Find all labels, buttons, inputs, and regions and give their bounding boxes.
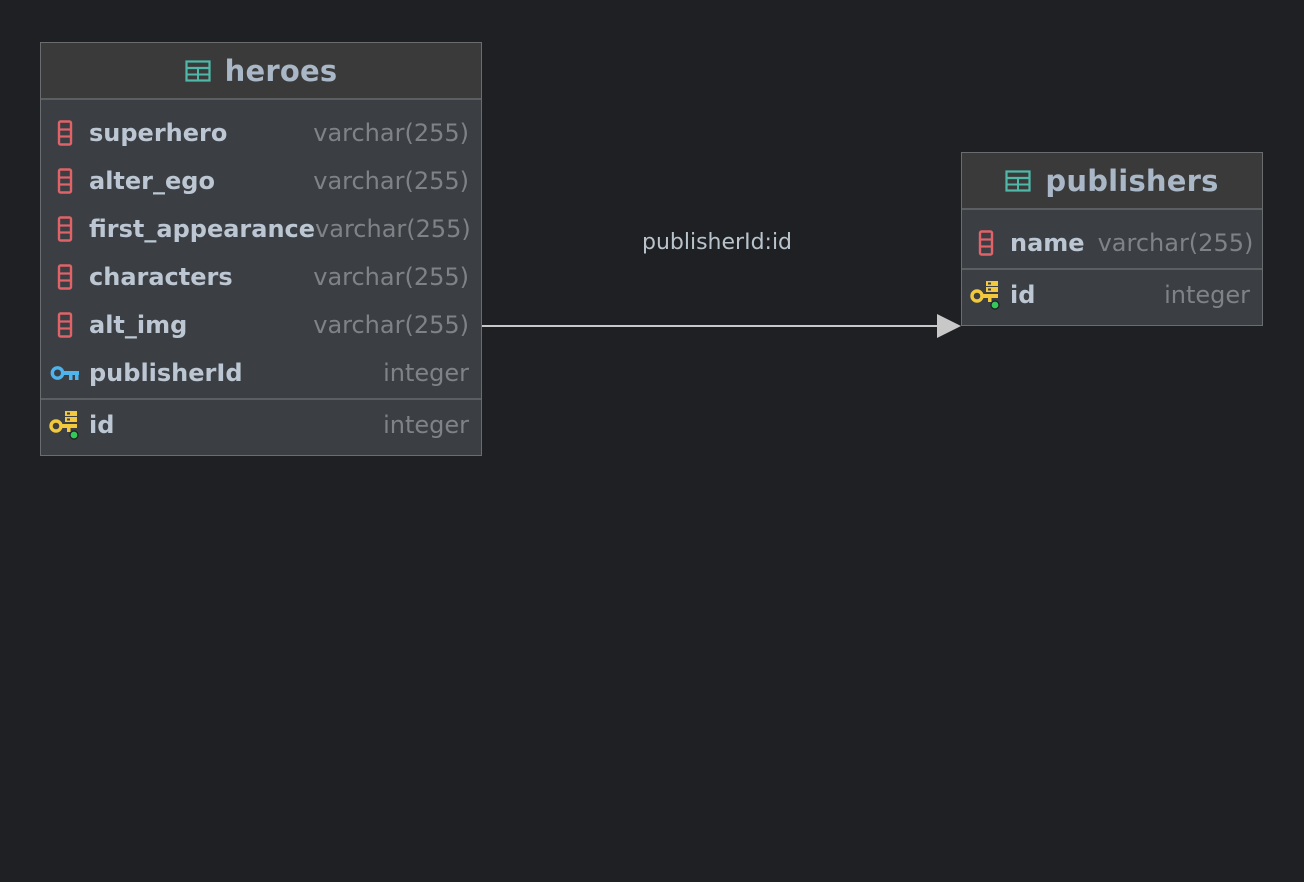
table-heroes[interactable]: heroes superhero varchar(255) alter_ego … [40, 42, 482, 456]
column-name: publisherId [89, 359, 243, 387]
column-icon [57, 168, 73, 194]
primary-key-icon [49, 411, 79, 440]
table-icon [185, 59, 211, 82]
table-publishers[interactable]: publishers name varchar(255) id integer [961, 152, 1263, 326]
column-row-characters[interactable]: characters varchar(255) [41, 253, 481, 301]
column-name: id [89, 411, 115, 439]
column-row-alter-ego[interactable]: alter_ego varchar(255) [41, 157, 481, 205]
column-type: integer [383, 411, 469, 439]
column-name: superhero [89, 119, 228, 147]
column-type: varchar(255) [313, 167, 469, 195]
primary-key-row-id[interactable]: id integer [41, 401, 481, 449]
foreign-key-icon [50, 366, 79, 380]
column-name: id [1010, 281, 1036, 309]
primary-key-divider [962, 268, 1262, 270]
column-row-superhero[interactable]: superhero varchar(255) [41, 109, 481, 157]
column-name: first_appearance [89, 215, 316, 243]
column-row-name[interactable]: name varchar(255) [962, 219, 1262, 267]
column-icon [978, 230, 994, 256]
column-list: superhero varchar(255) alter_ego varchar… [41, 100, 481, 449]
column-icon [57, 312, 73, 338]
column-type: integer [1164, 281, 1250, 309]
primary-key-row-id[interactable]: id integer [962, 271, 1262, 319]
column-list: name varchar(255) id integer [962, 210, 1262, 319]
column-type: integer [383, 359, 469, 387]
table-header[interactable]: publishers [962, 153, 1262, 210]
column-type: varchar(255) [313, 119, 469, 147]
column-row-publisherid[interactable]: publisherId integer [41, 349, 481, 397]
primary-key-icon [970, 281, 1000, 310]
column-row-alt-img[interactable]: alt_img varchar(255) [41, 301, 481, 349]
relation-label: publisherId:id [642, 230, 793, 255]
primary-key-divider [41, 398, 481, 400]
column-icon [57, 216, 73, 242]
column-icon [57, 120, 73, 146]
table-title: publishers [1045, 163, 1219, 198]
table-header[interactable]: heroes [41, 43, 481, 100]
column-name: alter_ego [89, 167, 215, 195]
column-type: varchar(255) [313, 311, 469, 339]
column-name: alt_img [89, 311, 188, 339]
column-type: varchar(255) [1097, 229, 1254, 257]
column-name: characters [89, 263, 233, 291]
column-name: name [1010, 229, 1085, 257]
column-row-first-appearance[interactable]: first_appearance varchar(255) [41, 205, 481, 253]
table-title: heroes [224, 53, 338, 88]
column-type: varchar(255) [315, 215, 471, 243]
relation-arrowhead [937, 314, 961, 338]
table-icon [1005, 169, 1032, 192]
column-type: varchar(255) [313, 263, 469, 291]
column-icon [57, 264, 73, 290]
